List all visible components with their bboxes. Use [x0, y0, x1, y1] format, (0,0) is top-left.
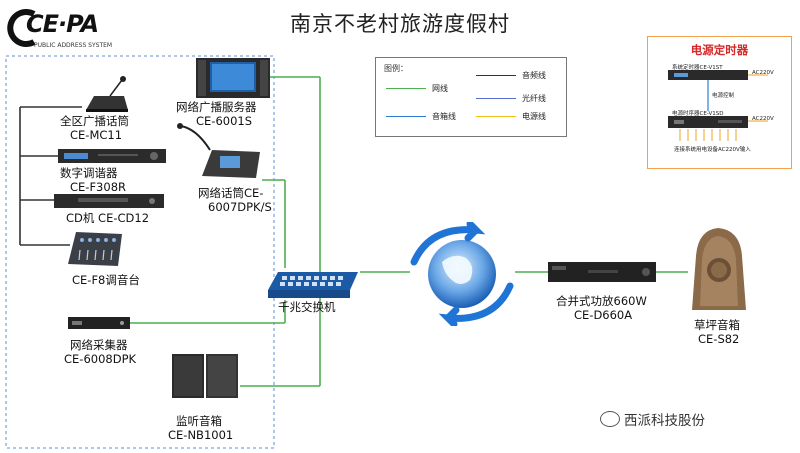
network-mic-icon [177, 123, 260, 178]
mic-name: 网络话筒CE- [198, 186, 264, 200]
system-boundary [5, 55, 275, 449]
amp-model: CE-D660A [574, 308, 633, 322]
legend-label-speaker: 音箱线 [432, 112, 456, 121]
timer-title: 电源定时器 [690, 43, 749, 57]
brand-logo: CE·PA PUBLIC ADDRESS SYSTEM [4, 8, 114, 54]
network-collector-icon [68, 317, 130, 329]
watermark: 西派科技股份 [600, 409, 705, 429]
timer-output-label: 连接系统用电设备AC220V输入 [674, 147, 751, 153]
logo-text: CE·PA [26, 10, 99, 38]
server-model: CE-6001S [196, 114, 253, 128]
server-name: 网络广播服务器 [176, 100, 257, 114]
mic-model: 6007DPK/S [208, 200, 272, 214]
network-lines [130, 76, 688, 387]
timer-ac1: AC220V [752, 70, 774, 76]
logo-subtitle: PUBLIC ADDRESS SYSTEM [34, 42, 113, 49]
legend-label-power: 电源线 [522, 112, 546, 121]
cd12-name: CD机 CE-CD12 [66, 211, 150, 225]
monitor-speaker-icon [172, 354, 238, 398]
legend-line-audio [476, 75, 516, 76]
timer-wiring [679, 74, 768, 141]
amplifier-icon [548, 262, 656, 282]
audio-lines [19, 106, 82, 246]
legend-line-network [386, 88, 426, 89]
f8-name: CE-F8调音台 [72, 273, 140, 287]
timer-unit1-label: 系统定时器CE-V1ST [672, 65, 723, 71]
paging-mic-icon [86, 76, 128, 112]
logo-mark-icon [7, 9, 36, 47]
legend-title: 图例： [384, 64, 408, 73]
power-sequencer-icon [668, 116, 748, 128]
watermark-text: 西派科技股份 [624, 413, 705, 429]
wechat-icon [600, 411, 620, 427]
power-timer-panel: 电源定时器 系统定时器CE-V1ST AC220V 电源控制 电源时序器CE-V… [647, 36, 792, 169]
lawn-name: 草坪音箱 [694, 318, 740, 332]
dpk6008-name: 网络采集器 [70, 338, 128, 352]
nb1001-name: 监听音箱 [176, 414, 222, 428]
timer-unit2-label: 电源时序器CE-V1SD [672, 111, 724, 117]
legend-label-fiber: 光纤线 [522, 94, 546, 103]
legend-label-audio: 音频线 [522, 71, 546, 80]
legend-box: 图例： 网线 音频线 音箱线 光纤线 电源线 [375, 57, 567, 137]
f308r-model: CE-F308R [70, 180, 127, 194]
mc11-model: CE-MC11 [70, 128, 123, 142]
f308r-name: 数字调谐器 [60, 166, 118, 180]
nb1001-model: CE-NB1001 [168, 428, 234, 442]
timer-ac2: AC220V [752, 116, 774, 122]
mc11-name: 全区广播话筒 [60, 114, 129, 128]
switch-name: 千兆交换机 [278, 300, 336, 314]
legend-line-fiber [476, 98, 516, 99]
mixer-icon [68, 232, 122, 266]
page-title: 南京不老村旅游度假村 [290, 12, 510, 36]
amp-name: 合并式功放660W [556, 294, 647, 308]
dpk6008-model: CE-6008DPK [64, 352, 137, 366]
lawn-model: CE-S82 [698, 332, 740, 346]
legend-line-speaker [386, 116, 426, 117]
system-timer-icon [668, 70, 748, 80]
cd-player-icon [54, 194, 164, 208]
network-switch-icon [268, 272, 358, 298]
broadcast-server-icon [196, 58, 270, 98]
lawn-speaker-icon [692, 228, 746, 310]
timer-ctrl-label: 电源控制 [712, 93, 735, 99]
legend-label-network: 网线 [432, 84, 448, 93]
tuner-icon [58, 149, 166, 163]
legend-line-power [476, 116, 516, 117]
globe-network-icon [410, 222, 514, 326]
